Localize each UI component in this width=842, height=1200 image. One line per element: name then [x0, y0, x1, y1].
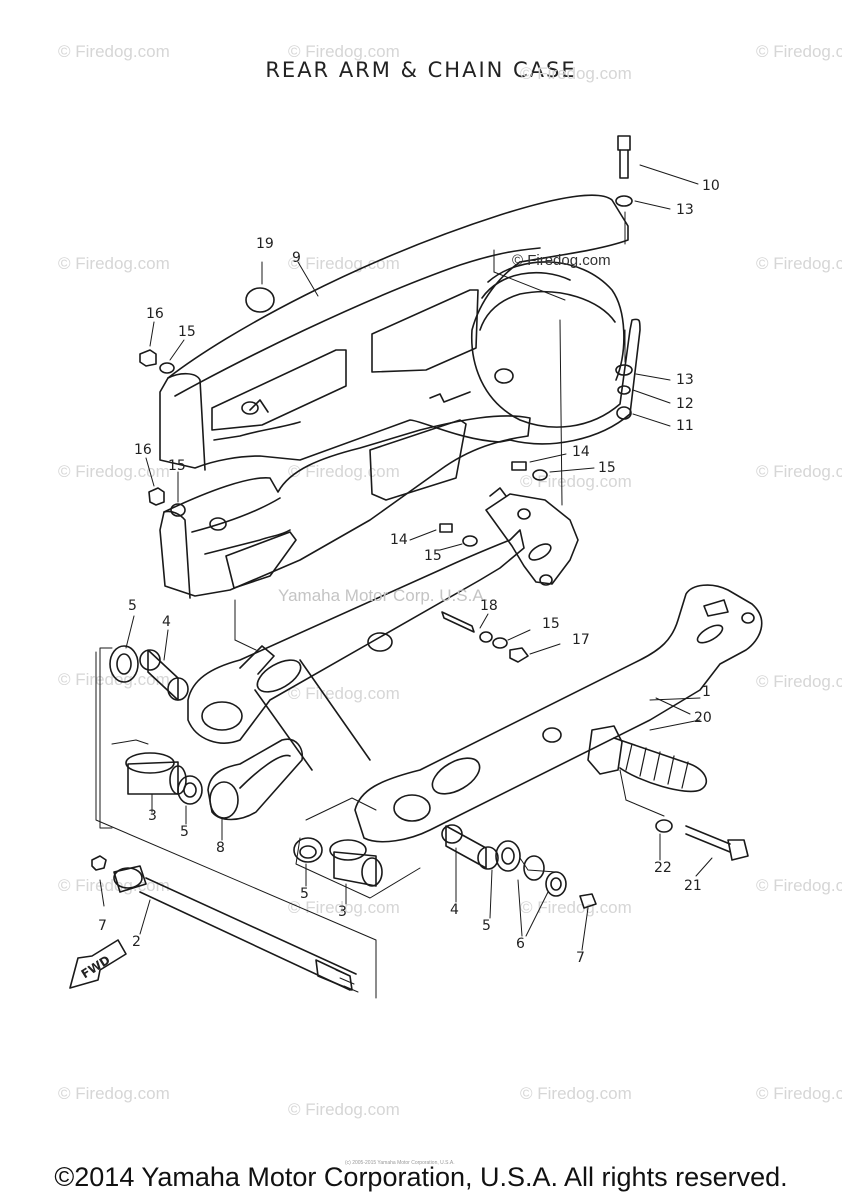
watermark: © Firedog.com — [756, 42, 842, 61]
part-number: 5 — [128, 598, 137, 614]
footrest-part — [587, 719, 749, 861]
watermark: © Firedog.com — [756, 462, 842, 481]
left-fasteners-part — [139, 321, 186, 517]
part-number: 4 — [162, 614, 171, 630]
copyright-notice: ©2014 Yamaha Motor Corporation, U.S.A. A… — [54, 1162, 788, 1192]
forward-arrow-icon — [69, 939, 127, 989]
part-number: 15 — [598, 460, 616, 476]
part-number: 13 — [676, 372, 694, 388]
part-number: 7 — [98, 918, 107, 934]
part-number: 15 — [168, 458, 186, 474]
part-number: 13 — [676, 202, 694, 218]
part-number: 15 — [178, 324, 196, 340]
part-number: 14 — [390, 532, 408, 548]
watermark: © Firedog.com — [756, 1084, 842, 1103]
part-number: 5 — [180, 824, 189, 840]
part-number: 1 — [702, 684, 711, 700]
diagram-title: REAR ARM & CHAIN CASE — [265, 58, 577, 82]
center-watermark: Yamaha Motor Corp. U.S.A. — [278, 586, 489, 605]
watermark: © Firedog.com — [58, 670, 170, 689]
watermark: © Firedog.com — [756, 672, 842, 691]
bolt-stack-part — [615, 135, 699, 427]
diagram-watermark: © Firedog.com — [512, 252, 611, 269]
watermark: © Firedog.com — [58, 254, 170, 273]
part-number: 11 — [676, 418, 694, 434]
part-number: 5 — [300, 886, 309, 902]
part-number: 10 — [702, 178, 720, 194]
part-number: 15 — [424, 548, 442, 564]
part-number: 8 — [216, 840, 225, 856]
small-credit-text: (c) 2005-2015 Yamaha Motor Corporation, … — [345, 1160, 455, 1166]
part-number: 7 — [576, 950, 585, 966]
middle-fasteners-part — [409, 453, 595, 551]
part-number: 16 — [146, 306, 164, 322]
part-number: 2 — [132, 934, 141, 950]
part-number: 20 — [694, 710, 712, 726]
watermark: © Firedog.com — [288, 898, 400, 917]
watermark: © Firedog.com — [288, 1100, 400, 1119]
chain-case-lower-part — [159, 415, 531, 599]
leader-lines — [125, 615, 713, 951]
watermark: © Firedog.com — [58, 1084, 170, 1103]
part-number: 4 — [450, 902, 459, 918]
arm-fasteners-part — [441, 611, 561, 663]
watermark: © Firedog.com — [520, 64, 632, 83]
watermark: © Firedog.com — [520, 1084, 632, 1103]
watermark: © Firedog.com — [520, 472, 632, 491]
part-number: 18 — [480, 598, 498, 614]
part-number: 3 — [338, 904, 347, 920]
part-number: 3 — [148, 808, 157, 824]
part-number: 19 — [256, 236, 274, 252]
part-number: 21 — [684, 878, 702, 894]
part-number: 22 — [654, 860, 672, 876]
watermark: © Firedog.com — [288, 42, 400, 61]
watermark: © Firedog.com — [58, 462, 170, 481]
part-number: 15 — [542, 616, 560, 632]
part-number: 14 — [572, 444, 590, 460]
part-number: 17 — [572, 632, 590, 648]
part-number: 16 — [134, 442, 152, 458]
watermark: © Firedog.com — [58, 42, 170, 61]
watermark: © Firedog.com — [520, 898, 632, 917]
grommet-part — [245, 287, 275, 313]
watermark: © Firedog.com — [288, 684, 400, 703]
bushing-parts — [109, 645, 597, 909]
part-number: 5 — [482, 918, 491, 934]
part-number: 12 — [676, 396, 694, 412]
part-number: 6 — [516, 936, 525, 952]
chain-case-upper-part — [159, 194, 641, 471]
pivot-shaft-part — [91, 855, 359, 993]
part-number: 9 — [292, 250, 301, 266]
watermark: © Firedog.com — [288, 254, 400, 273]
rear-arm-part — [187, 487, 763, 843]
watermark: © Firedog.com — [756, 254, 842, 273]
assembly-bracket-lines — [95, 647, 557, 999]
watermark: © Firedog.com — [756, 876, 842, 895]
